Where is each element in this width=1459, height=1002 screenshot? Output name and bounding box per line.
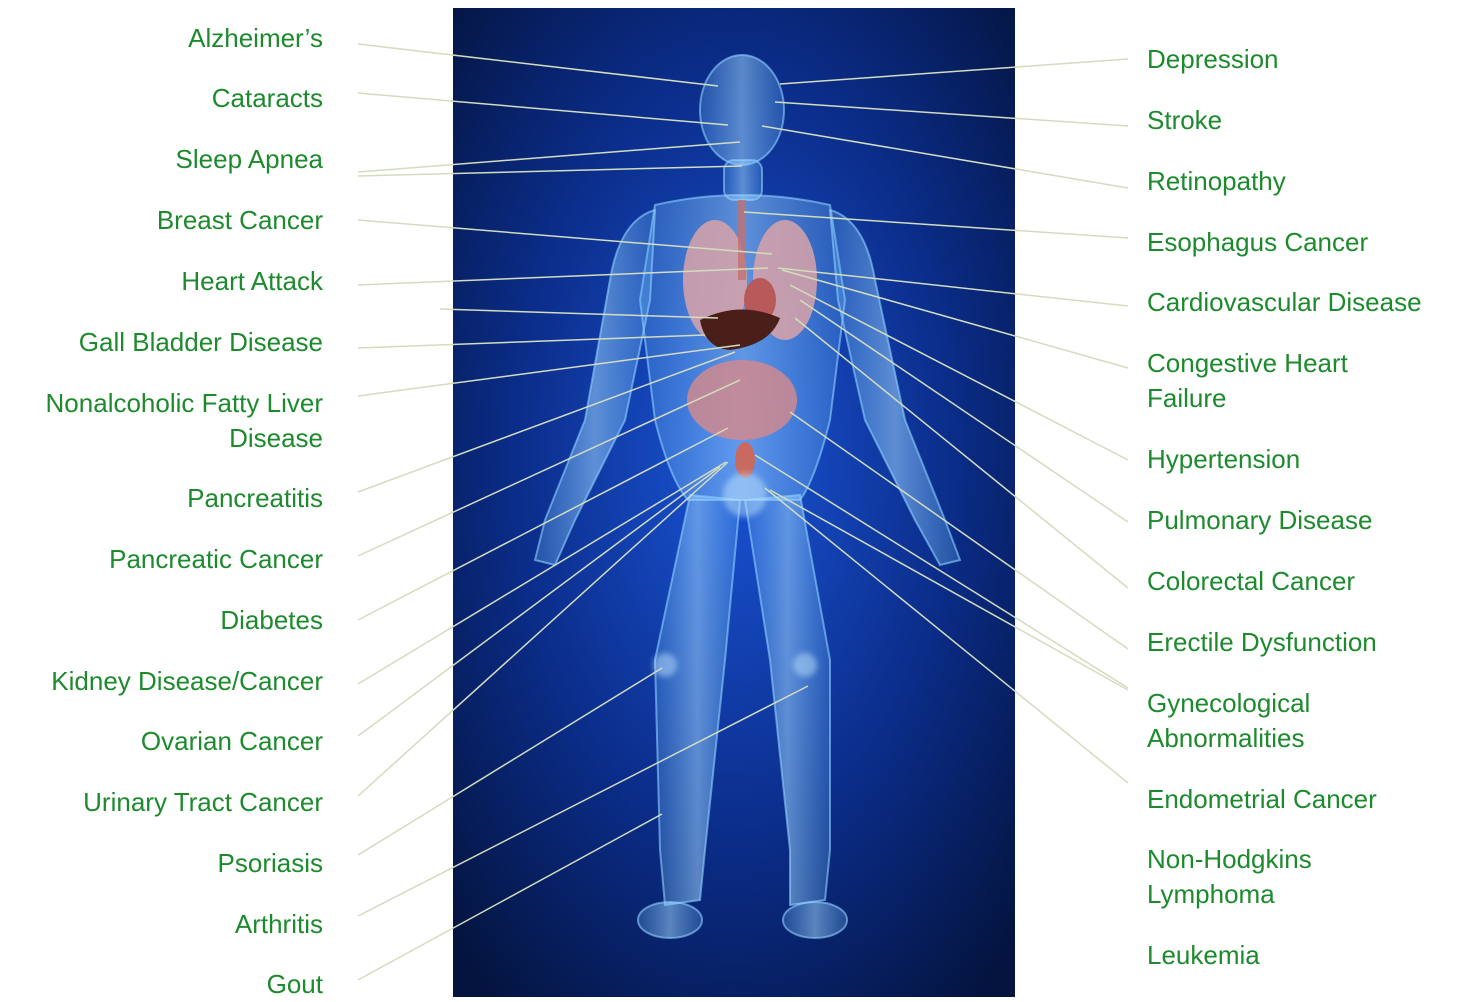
- label-pancreatitis: Pancreatitis: [187, 481, 323, 516]
- label-psoriasis: Psoriasis: [218, 846, 323, 881]
- label-alzheimers: Alzheimer’s: [188, 21, 323, 56]
- right-foot: [783, 902, 847, 938]
- label-kidney-disease-cancer: Kidney Disease/Cancer: [51, 664, 323, 699]
- label-depression: Depression: [1147, 42, 1279, 77]
- label-nonalcoholic-fatty-liver-disease: Nonalcoholic Fatty Liver Disease: [46, 386, 323, 456]
- label-heart-attack: Heart Attack: [181, 264, 323, 299]
- left-foot: [638, 902, 702, 938]
- label-erectile-dysfunction: Erectile Dysfunction: [1147, 625, 1377, 660]
- bladder: [735, 442, 755, 478]
- label-hypertension: Hypertension: [1147, 442, 1300, 477]
- head: [700, 55, 784, 165]
- label-stroke: Stroke: [1147, 103, 1222, 138]
- label-urinary-tract-cancer: Urinary Tract Cancer: [83, 785, 323, 820]
- label-cardiovascular-disease: Cardiovascular Disease: [1147, 285, 1422, 320]
- label-gall-bladder-disease: Gall Bladder Disease: [79, 325, 323, 360]
- label-congestive-heart-failure: Congestive Heart Failure: [1147, 346, 1348, 416]
- right-knee: [793, 653, 817, 677]
- intestines: [687, 360, 797, 440]
- body-illustration: [453, 8, 1015, 997]
- label-breast-cancer: Breast Cancer: [157, 203, 323, 238]
- pelvis: [723, 473, 767, 517]
- label-leukemia: Leukemia: [1147, 938, 1260, 973]
- label-arthritis: Arthritis: [235, 907, 323, 942]
- label-cataracts: Cataracts: [212, 81, 323, 116]
- label-sleep-apnea: Sleep Apnea: [176, 142, 323, 177]
- label-endometrial-cancer: Endometrial Cancer: [1147, 782, 1377, 817]
- label-pancreatic-cancer: Pancreatic Cancer: [109, 542, 323, 577]
- label-retinopathy: Retinopathy: [1147, 164, 1286, 199]
- label-gynecological-abnormalities: Gynecological Abnormalities: [1147, 686, 1310, 756]
- label-ovarian-cancer: Ovarian Cancer: [141, 724, 323, 759]
- label-colorectal-cancer: Colorectal Cancer: [1147, 564, 1355, 599]
- label-diabetes: Diabetes: [220, 603, 323, 638]
- label-pulmonary-disease: Pulmonary Disease: [1147, 503, 1372, 538]
- label-non-hodgkins-lymphoma: Non-Hodgkins Lymphoma: [1147, 842, 1312, 912]
- label-esophagus-cancer: Esophagus Cancer: [1147, 225, 1368, 260]
- left-knee: [653, 653, 677, 677]
